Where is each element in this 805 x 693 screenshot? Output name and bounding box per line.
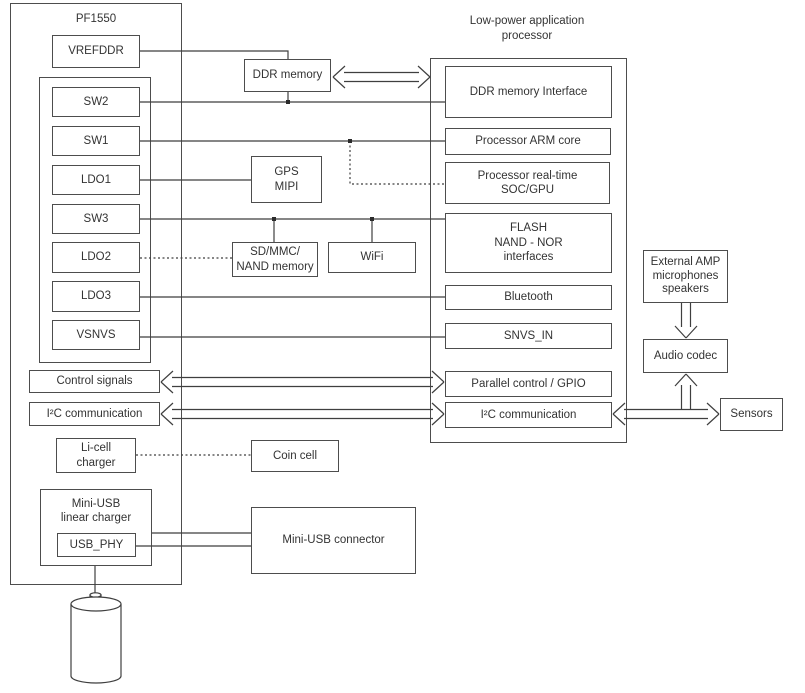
block-audio-codec: Audio codec [643,339,728,373]
battery-body [70,604,122,684]
arrow-control-signals [160,370,445,394]
block-usb-phy: USB_PHY [57,533,136,557]
block-ddr-interface: DDR memory Interface [445,66,612,118]
block-control-signals: Control signals [29,370,160,393]
block-arm-core: Processor ARM core [445,128,611,155]
block-external-amp: External AMP microphones speakers [643,250,728,303]
block-sw2: SW2 [52,87,140,117]
block-i2c-processor: I²C communication [445,402,612,428]
block-gps-mipi: GPS MIPI [251,156,322,203]
block-sw3: SW3 [52,204,140,234]
battery-top [70,596,122,612]
block-sw1: SW1 [52,126,140,156]
block-sensors: Sensors [720,398,783,431]
block-wifi: WiFi [328,242,416,273]
arrow-extamp-audiocodec [674,303,698,339]
block-bluetooth: Bluetooth [445,285,612,310]
junction-dot-sw3-sdmmc [272,217,276,221]
block-flash-interfaces: FLASH NAND - NOR interfaces [445,213,612,273]
block-sdmmc-nand: SD/MMC/ NAND memory [232,242,318,277]
block-vsnvs: VSNVS [52,320,140,350]
connector-sw3-flash-sdmmc-wifi [140,218,445,242]
junction-dot-sw3-wifi [370,217,374,221]
arrow-bus-audiocodec [674,373,698,410]
block-snvs-in: SNVS_IN [445,323,612,349]
connector-sw2-ddrinterface [140,92,445,103]
block-licell-charger: Li-cell charger [56,438,136,473]
block-i2c-left: I²C communication [29,402,160,426]
pf1550-title: PF1550 [75,13,117,25]
arrow-i2c-bus [160,402,445,426]
block-ldo2: LDO2 [52,242,140,273]
block-parallel-gpio: Parallel control / GPIO [445,371,612,397]
block-ldo1: LDO1 [52,165,140,195]
block-miniusb-connector: Mini-USB connector [251,507,416,574]
arrow-i2c-sensors [612,402,720,426]
battery-terminal [89,594,102,604]
block-realtime-soc-gpu: Processor real-time SOC/GPU [445,162,610,204]
junction-dot-sw1 [348,139,352,143]
block-ldo3: LDO3 [52,281,140,312]
arrow-ddr-bus [332,65,431,89]
battery-terminal-top [89,592,102,598]
junction-dot-sw2 [286,100,290,104]
battery-icon [70,592,122,684]
block-vrefddr: VREFDDR [52,35,140,68]
processor-title: Low-power application processor [469,15,585,42]
block-coin-cell: Coin cell [251,440,339,472]
block-ddr-memory: DDR memory [244,59,331,92]
